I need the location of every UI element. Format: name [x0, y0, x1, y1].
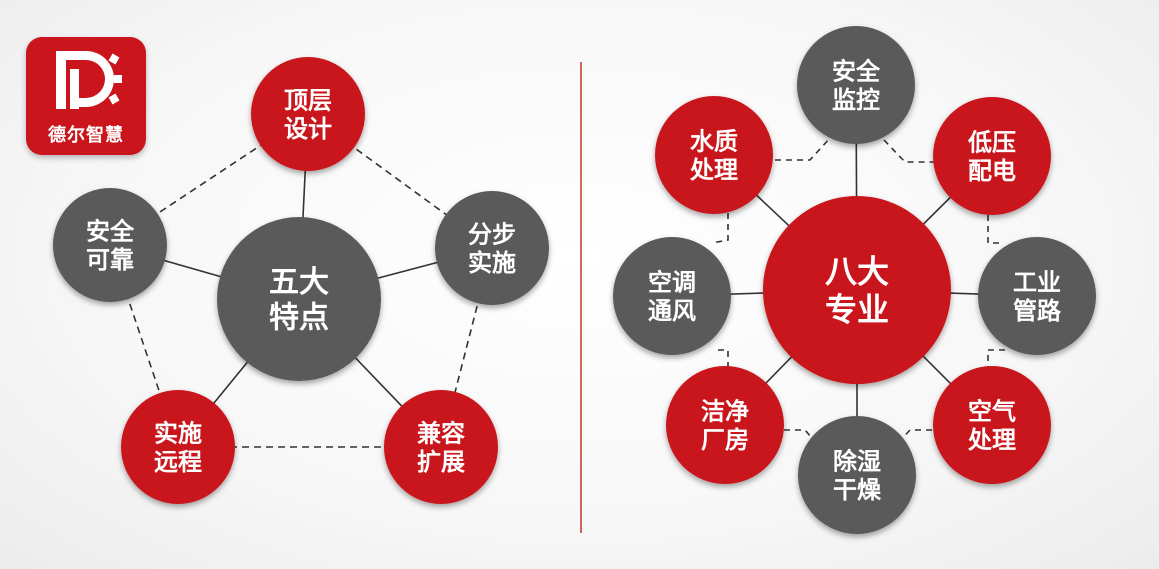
ring-dashed-line-right-4 [987, 349, 1005, 370]
node-security-monitoring-circle [797, 26, 915, 144]
node-dehumidification-drying-circle [798, 416, 916, 534]
node-safe-reliable-label-2: 可靠 [86, 246, 134, 274]
node-clean-room-label-1: 洁净 [701, 397, 749, 425]
left-center-node-circle [217, 217, 381, 381]
node-remote-implementation-label-1: 实施 [154, 419, 202, 447]
right-center-node-circle [763, 196, 951, 384]
node-phased-implementation-label-2: 实施 [468, 249, 516, 277]
node-phased-implementation-circle [435, 191, 549, 305]
node-low-voltage-distribution-label-2: 配电 [968, 157, 1016, 185]
node-industrial-piping-circle [978, 237, 1096, 355]
node-low-voltage-distribution-label-1: 低压 [967, 128, 1016, 156]
node-industrial-piping-label-2: 管路 [1013, 297, 1062, 325]
node-low-voltage-distribution-circle [933, 97, 1051, 215]
node-industrial-piping-label-1: 工业 [1013, 268, 1061, 296]
node-water-treatment-circle [655, 96, 773, 214]
right-center-node-label-2: 专业 [825, 290, 889, 328]
node-phased-implementation-label-1: 分步 [468, 220, 516, 248]
node-top-design-label-2: 设计 [284, 115, 332, 143]
node-air-handling-label-1: 空气 [968, 397, 1016, 425]
left-center-node-label-2: 特点 [269, 301, 329, 336]
brand-logo: 德尔智慧 [26, 37, 146, 155]
ring-dashed-line-right-3 [987, 215, 1003, 244]
node-water-treatment-label-1: 水质 [690, 127, 738, 155]
node-safe-reliable-label-1: 安全 [86, 217, 135, 245]
brand-name: 德尔智慧 [48, 125, 124, 146]
node-compatible-expansion-label-2: 扩展 [417, 448, 465, 476]
node-clean-room-circle [666, 366, 784, 484]
ring-dashed-line-right-8 [711, 213, 729, 244]
node-compatible-expansion-circle [384, 390, 498, 504]
node-air-handling-label-2: 处理 [967, 426, 1016, 454]
left-center-node-label-1: 五大 [269, 265, 329, 300]
node-remote-implementation-circle [121, 390, 235, 504]
node-compatible-expansion-label-1: 兼容 [417, 419, 465, 447]
node-clean-room-label-2: 厂房 [701, 426, 749, 454]
node-air-handling-circle [933, 366, 1051, 484]
gear-logo-icon [56, 51, 122, 109]
ring-dashed-line-right-1 [775, 137, 831, 161]
ring-dashed-line-right-2 [883, 139, 935, 163]
node-dehumidification-drying-label-2: 干燥 [833, 476, 882, 504]
right-center-node-label-1: 八大 [825, 253, 889, 291]
node-hvac-ventilation-label-2: 通风 [648, 297, 696, 325]
node-dehumidification-drying-label-1: 除湿 [833, 447, 881, 475]
node-water-treatment-label-2: 处理 [689, 156, 738, 184]
node-hvac-ventilation-label-1: 空调 [648, 268, 696, 296]
node-security-monitoring-label-1: 安全 [832, 57, 881, 85]
node-hvac-ventilation-circle [613, 237, 731, 355]
node-top-design-circle [251, 57, 365, 171]
diagram-nodes: 五大特点顶层设计分步实施兼容扩展实施远程安全可靠八大专业安全监控低压配电工业管路… [53, 26, 1096, 534]
node-security-monitoring-label-2: 监控 [832, 86, 880, 114]
ring-dashed-line-right-7 [718, 349, 729, 368]
node-remote-implementation-label-2: 远程 [154, 448, 202, 476]
node-safe-reliable-circle [53, 188, 167, 302]
node-top-design-label-1: 顶层 [284, 86, 332, 114]
